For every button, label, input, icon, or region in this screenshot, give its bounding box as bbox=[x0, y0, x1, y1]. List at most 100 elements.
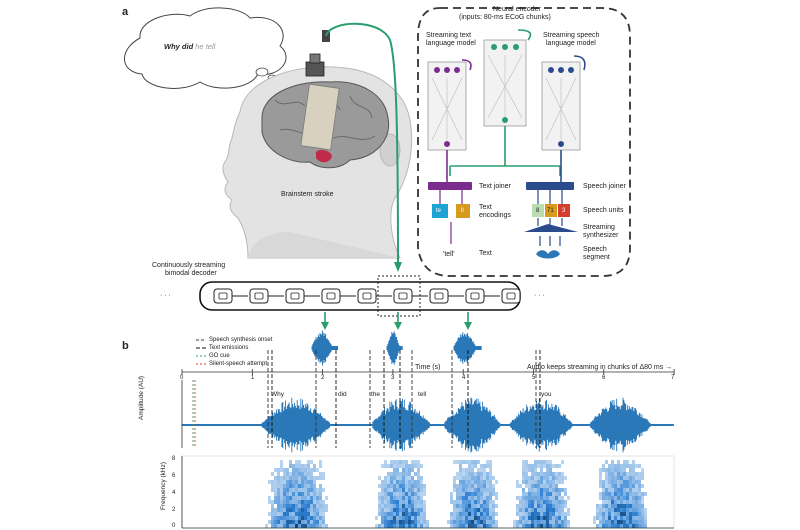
spectro-cell bbox=[280, 492, 283, 496]
spectro-cell bbox=[417, 468, 420, 472]
spectro-cell bbox=[608, 520, 611, 524]
spectro-cell bbox=[310, 524, 313, 528]
spectro-cell bbox=[608, 472, 611, 476]
spectro-cell bbox=[289, 460, 292, 464]
spectro-cell bbox=[632, 464, 635, 468]
spectro-cell bbox=[280, 504, 283, 508]
spectro-cell bbox=[528, 484, 531, 488]
spectro-cell bbox=[396, 484, 399, 488]
spectro-cell bbox=[471, 512, 474, 516]
spectro-cell bbox=[316, 512, 319, 516]
spectro-cell bbox=[620, 488, 623, 492]
spectro-cell bbox=[411, 476, 414, 480]
spectro-cell bbox=[534, 496, 537, 500]
spectro-cell bbox=[474, 476, 477, 480]
spectro-cell bbox=[292, 516, 295, 520]
thought-text: Why did he tell bbox=[164, 43, 215, 51]
spectro-cell bbox=[632, 476, 635, 480]
spectro-cell bbox=[546, 488, 549, 492]
spectro-cell bbox=[528, 492, 531, 496]
spectro-cell bbox=[543, 480, 546, 484]
spectro-cell bbox=[525, 460, 528, 464]
spectro-cell bbox=[387, 492, 390, 496]
spectro-cell bbox=[396, 524, 399, 528]
spectro-cell bbox=[280, 468, 283, 472]
spectro-cell bbox=[286, 492, 289, 496]
spectro-cell bbox=[462, 504, 465, 508]
spectro-cell bbox=[462, 488, 465, 492]
spectro-cell bbox=[271, 484, 274, 488]
spectro-cell bbox=[462, 512, 465, 516]
spectro-cell bbox=[387, 508, 390, 512]
spectro-cell bbox=[384, 480, 387, 484]
spectro-cell bbox=[313, 492, 316, 496]
spectro-cell bbox=[564, 488, 567, 492]
spectro-cell bbox=[292, 520, 295, 524]
spectro-cell bbox=[295, 508, 298, 512]
spectro-cell bbox=[304, 464, 307, 468]
spectro-cell bbox=[635, 484, 638, 488]
spectro-cell bbox=[384, 520, 387, 524]
spectro-cell bbox=[626, 476, 629, 480]
spectro-cell bbox=[629, 508, 632, 512]
spectro-cell bbox=[298, 512, 301, 516]
spectro-cell bbox=[289, 484, 292, 488]
spectro-cell bbox=[381, 492, 384, 496]
spectro-cell bbox=[298, 508, 301, 512]
spectro-cell bbox=[286, 476, 289, 480]
spectro-cell bbox=[531, 504, 534, 508]
spectro-cell bbox=[543, 512, 546, 516]
spectro-cell bbox=[411, 468, 414, 472]
spectro-cell bbox=[277, 492, 280, 496]
spectro-cell bbox=[462, 472, 465, 476]
spectro-cell bbox=[298, 476, 301, 480]
spectro-cell bbox=[408, 492, 411, 496]
spectro-cell bbox=[414, 524, 417, 528]
spectro-cell bbox=[307, 460, 310, 464]
spectro-cell bbox=[516, 508, 519, 512]
spectro-cell bbox=[295, 520, 298, 524]
spectro-cell bbox=[617, 500, 620, 504]
spectro-cell bbox=[596, 504, 599, 508]
panel-b-letter: b bbox=[122, 340, 129, 352]
spectro-cell bbox=[375, 516, 378, 520]
spectro-cell bbox=[384, 464, 387, 468]
spectro-cell bbox=[271, 488, 274, 492]
spectro-cell bbox=[525, 500, 528, 504]
spectro-cell bbox=[617, 496, 620, 500]
spectro-cell bbox=[552, 500, 555, 504]
spectro-cell bbox=[301, 488, 304, 492]
spectro-cell bbox=[453, 480, 456, 484]
spectro-cell bbox=[447, 520, 450, 524]
spectro-cell bbox=[596, 524, 599, 528]
spectro-cell bbox=[396, 516, 399, 520]
spectro-cell bbox=[387, 488, 390, 492]
spectro-cell bbox=[543, 504, 546, 508]
spectro-cell bbox=[540, 484, 543, 488]
spectro-cell bbox=[408, 472, 411, 476]
spectro-cell bbox=[629, 520, 632, 524]
spectro-cell bbox=[274, 488, 277, 492]
spectro-cell bbox=[310, 488, 313, 492]
spectro-cell bbox=[381, 512, 384, 516]
spectro-cell bbox=[295, 472, 298, 476]
spectro-cell bbox=[519, 516, 522, 520]
spectro-cell bbox=[477, 484, 480, 488]
spectro-cell bbox=[462, 524, 465, 528]
spectro-cell bbox=[477, 496, 480, 500]
spectro-cell bbox=[546, 484, 549, 488]
spectro-cell bbox=[629, 524, 632, 528]
spectro-cell bbox=[378, 476, 381, 480]
spectro-cell bbox=[540, 524, 543, 528]
spectro-cell bbox=[486, 504, 489, 508]
spectro-cell bbox=[626, 488, 629, 492]
spectro-cell bbox=[319, 504, 322, 508]
spectro-cell bbox=[387, 520, 390, 524]
spectro-cell bbox=[641, 476, 644, 480]
spectro-cell bbox=[632, 460, 635, 464]
spectro-cell bbox=[384, 484, 387, 488]
spectro-cell bbox=[483, 472, 486, 476]
spectro-cell bbox=[540, 476, 543, 480]
spectro-cell bbox=[561, 488, 564, 492]
spectro-cell bbox=[495, 496, 498, 500]
